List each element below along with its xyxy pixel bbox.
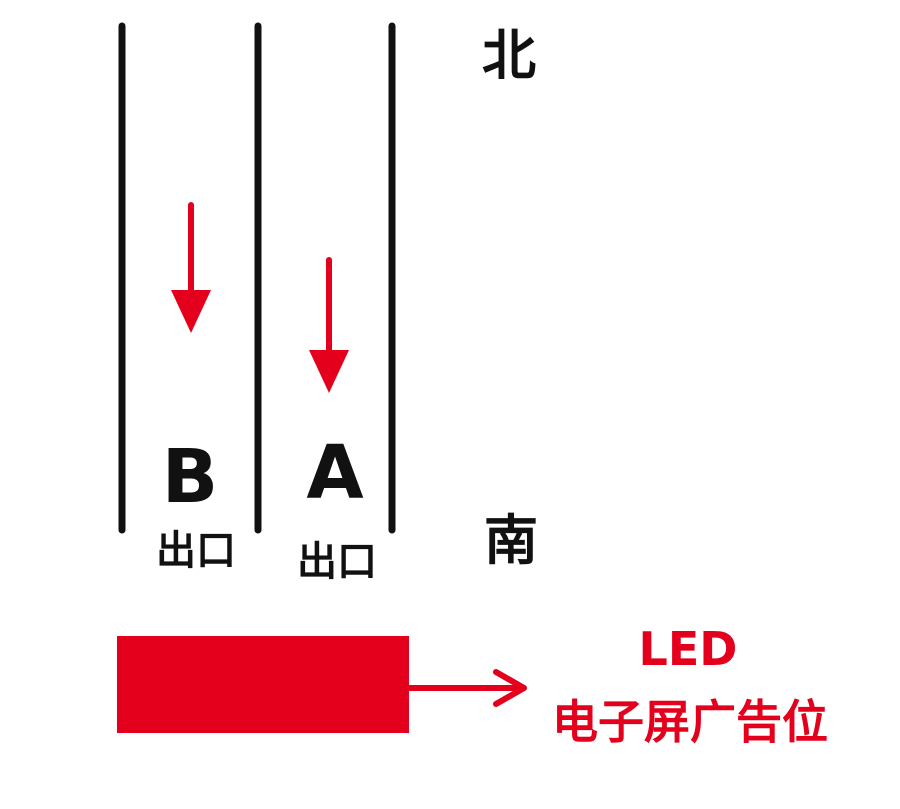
down-arrow-icon [309, 257, 349, 393]
exit-b-label: 出口 [156, 528, 236, 574]
exit-a-label: 出口 [297, 539, 377, 585]
ad-space-label: 电子屏广告位 [552, 695, 828, 749]
south-label: 南 [484, 509, 538, 572]
exit-b-letter: B [162, 434, 218, 520]
led-screen-block [117, 636, 409, 733]
north-label: 北 [482, 24, 536, 87]
flow-arrows [171, 202, 349, 393]
led-label: LED [639, 622, 738, 676]
lane-lines [118, 22, 396, 534]
right-arrow-icon [406, 669, 527, 707]
exit-a-letter: A [306, 430, 363, 516]
down-arrow-icon [171, 202, 211, 333]
